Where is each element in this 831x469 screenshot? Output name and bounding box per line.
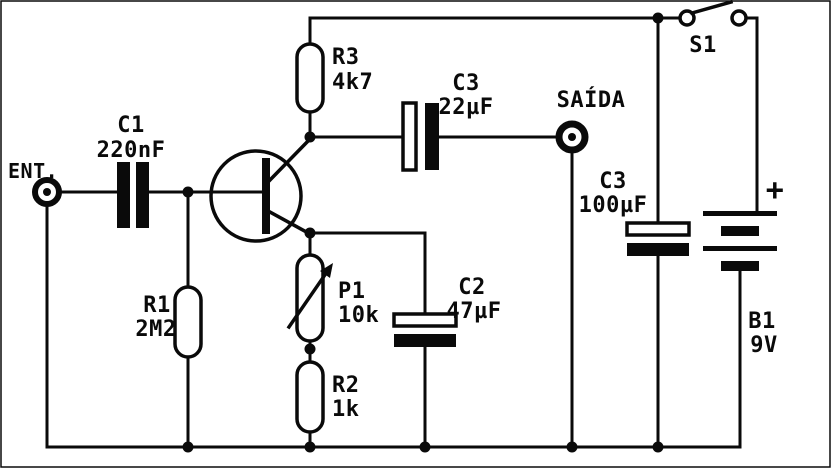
c1-plate-right: [136, 162, 149, 228]
b1-plate-long-1: [703, 211, 777, 216]
junction-dot: [652, 441, 664, 453]
resistor-r2: R2 1k: [295, 360, 360, 434]
output-jack-pin: [568, 133, 576, 141]
p1-ref: P1: [338, 279, 366, 304]
transistor-collector-lead: [267, 136, 313, 183]
transistor-emitter-lead: [267, 209, 313, 237]
resistor-r1: R1 2M2: [135, 285, 203, 359]
r3-body: [295, 42, 325, 114]
transistor-q1: [209, 136, 313, 243]
r3-ref: R3: [332, 45, 360, 70]
junction-dot: [566, 441, 578, 453]
junction-dot: [182, 186, 194, 198]
b1-polarity: +: [766, 173, 785, 208]
capacitor-c1: C1 220nF: [97, 113, 166, 228]
c1-value: 220nF: [97, 138, 166, 163]
junction-dot: [304, 343, 316, 355]
wire-switch-to-battery: [744, 16, 759, 213]
b1-plate-long-2: [703, 246, 777, 251]
junction-dot: [304, 131, 316, 143]
transistor-base-bar: [262, 158, 270, 234]
capacitor-c3-supply: C3 100µF: [579, 169, 691, 256]
wires: [45, 16, 759, 449]
c3supply-value: 100µF: [579, 193, 648, 218]
s1-terminal-left: [678, 9, 696, 27]
s1-terminal-right: [730, 9, 748, 27]
c3supply-plate-top: [625, 221, 691, 237]
r3-value: 4k7: [332, 70, 373, 95]
junction-dot: [419, 441, 431, 453]
p1-wiper-arrow: [286, 266, 332, 330]
r1-value: 2M2: [135, 317, 176, 342]
connector-input: ENT.: [8, 159, 62, 207]
b1-ref: B1: [748, 309, 776, 334]
capacitor-c2: C2 47µF: [392, 275, 502, 347]
s1-lever: [689, 0, 734, 16]
c3supply-plate-bottom: [627, 243, 689, 256]
c2-plate-bottom: [394, 334, 456, 347]
r2-value: 1k: [332, 397, 360, 422]
c2-plate-top: [392, 312, 458, 328]
c3out-plate-right: [425, 103, 439, 170]
junction-dot: [652, 12, 664, 24]
output-label: SAÍDA: [557, 87, 626, 113]
p1-value: 10k: [338, 303, 379, 328]
connector-output: SAÍDA: [555, 87, 626, 154]
junction-dot: [304, 441, 316, 453]
b1-plate-short-1: [721, 226, 759, 236]
r1-ref: R1: [143, 293, 171, 318]
c3out-ref: C3: [452, 71, 480, 96]
junction-dots: [182, 12, 664, 453]
b1-plate-short-2: [721, 261, 759, 271]
c3out-value: 22µF: [439, 95, 494, 120]
c1-ref: C1: [117, 113, 145, 138]
junction-dot: [304, 227, 316, 239]
c3out-plate-left: [401, 101, 418, 172]
r2-ref: R2: [332, 373, 360, 398]
p1-wiper-arrowhead: [320, 263, 333, 278]
resistor-r3: R3 4k7: [295, 42, 373, 114]
r2-body: [295, 360, 325, 434]
s1-ref: S1: [689, 33, 717, 58]
c2-value: 47µF: [447, 299, 502, 324]
switch-s1: S1: [678, 0, 748, 58]
c3supply-ref: C3: [599, 169, 627, 194]
battery-b1: + B1 9V: [703, 173, 784, 358]
junction-dot: [182, 441, 194, 453]
input-label: ENT.: [8, 159, 58, 183]
input-jack-pin: [43, 188, 51, 196]
b1-value: 9V: [750, 333, 778, 358]
c2-ref: C2: [458, 275, 486, 300]
potentiometer-p1: P1 10k: [286, 253, 379, 343]
r1-body: [173, 285, 203, 359]
capacitor-c3-output: C3 22µF: [401, 71, 494, 172]
c1-plate-left: [117, 162, 130, 228]
